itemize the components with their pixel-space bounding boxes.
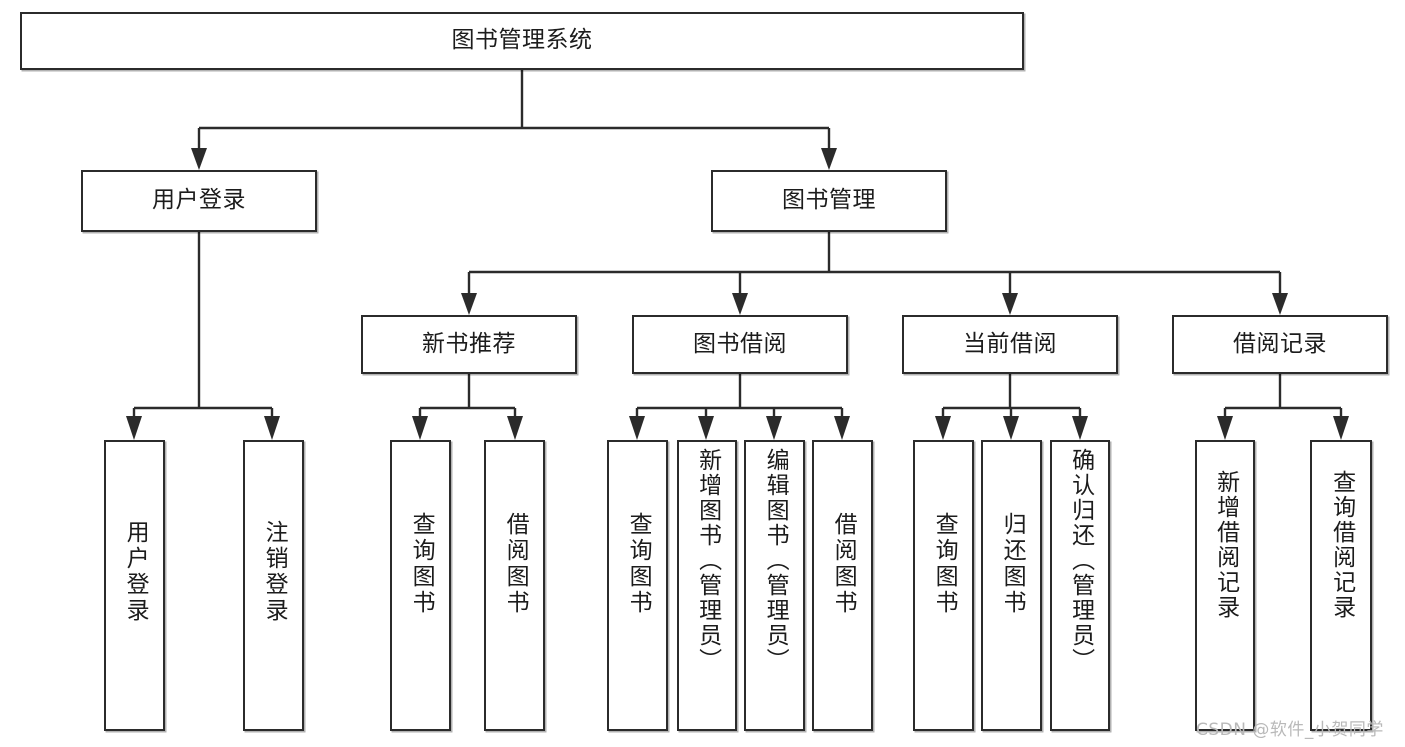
node-new-book-recommendation[interactable]: 新书推荐 bbox=[361, 315, 577, 374]
leaf-edit-book-admin[interactable]: 编辑图书（管理员） bbox=[744, 440, 805, 731]
node-label: 新增借阅记录 bbox=[1212, 470, 1239, 620]
node-current-borrowing[interactable]: 当前借阅 bbox=[902, 315, 1118, 374]
node-label: 图书管理系统 bbox=[451, 27, 593, 54]
node-label: 新增图书（管理员） bbox=[694, 448, 721, 673]
leaf-borrow-books-borrowing[interactable]: 借阅图书 bbox=[812, 440, 873, 731]
leaf-user-login[interactable]: 用户登录 bbox=[104, 440, 165, 731]
node-label: 编辑图书（管理员） bbox=[762, 448, 789, 673]
node-label: 注销登录 bbox=[261, 520, 288, 624]
leaf-confirm-return-admin[interactable]: 确认归还（管理员） bbox=[1050, 440, 1110, 731]
node-label: 图书借阅 bbox=[693, 330, 787, 357]
leaf-add-borrow-record[interactable]: 新增借阅记录 bbox=[1195, 440, 1255, 731]
node-label: 用户登录 bbox=[152, 187, 246, 214]
leaf-add-book-admin[interactable]: 新增图书（管理员） bbox=[677, 440, 737, 731]
node-user-login[interactable]: 用户登录 bbox=[81, 170, 317, 232]
node-borrowing-records[interactable]: 借阅记录 bbox=[1172, 315, 1388, 374]
node-book-borrowing[interactable]: 图书借阅 bbox=[632, 315, 848, 374]
leaf-query-books-recommendation[interactable]: 查询图书 bbox=[390, 440, 451, 731]
leaf-borrow-books-recommendation[interactable]: 借阅图书 bbox=[484, 440, 545, 731]
node-label: 用户登录 bbox=[122, 520, 149, 624]
leaf-query-books-current[interactable]: 查询图书 bbox=[913, 440, 974, 731]
node-label: 借阅图书 bbox=[502, 512, 529, 616]
node-label: 查询图书 bbox=[408, 512, 435, 616]
node-book-management[interactable]: 图书管理 bbox=[711, 170, 947, 232]
node-label: 借阅记录 bbox=[1233, 330, 1327, 357]
leaf-query-books-borrowing[interactable]: 查询图书 bbox=[607, 440, 668, 731]
node-label: 借阅图书 bbox=[830, 512, 857, 616]
leaf-logout[interactable]: 注销登录 bbox=[243, 440, 304, 731]
node-label: 查询借阅记录 bbox=[1328, 470, 1355, 620]
node-root-library-management-system[interactable]: 图书管理系统 bbox=[20, 12, 1024, 70]
node-label: 查询图书 bbox=[931, 512, 958, 616]
node-label: 当前借阅 bbox=[963, 330, 1057, 357]
node-label: 确认归还（管理员） bbox=[1067, 448, 1094, 673]
node-label: 图书管理 bbox=[782, 187, 876, 214]
node-label: 新书推荐 bbox=[422, 330, 516, 357]
node-label: 归还图书 bbox=[999, 512, 1026, 616]
node-label: 查询图书 bbox=[625, 512, 652, 616]
leaf-query-borrow-record[interactable]: 查询借阅记录 bbox=[1310, 440, 1372, 731]
leaf-return-books[interactable]: 归还图书 bbox=[981, 440, 1042, 731]
